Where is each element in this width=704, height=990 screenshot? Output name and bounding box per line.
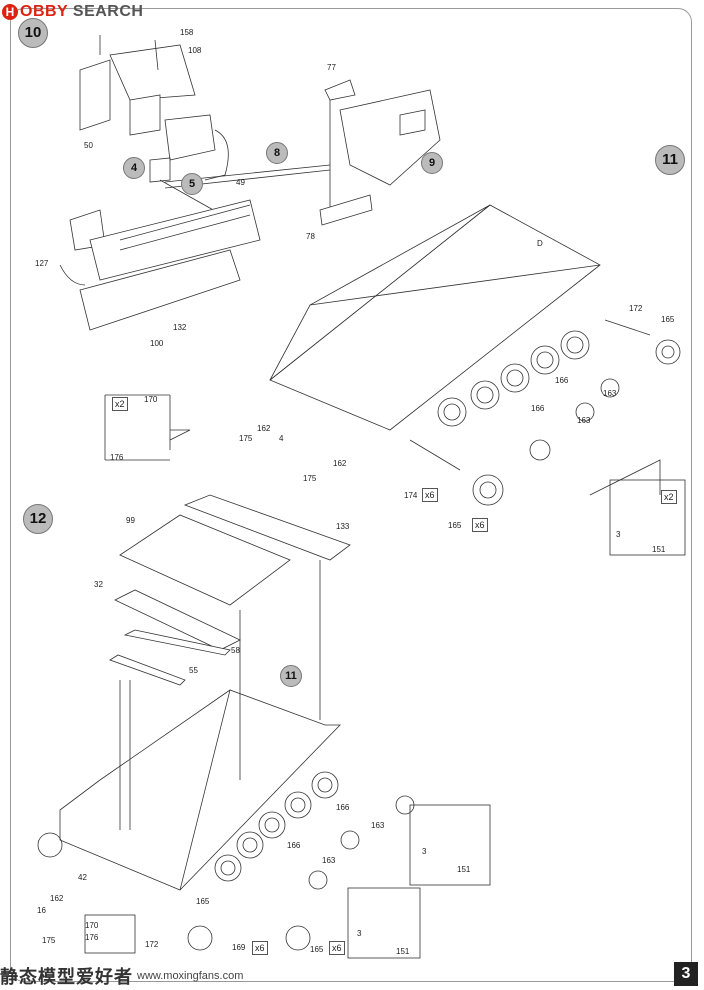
part-label: 50 [84, 141, 93, 150]
part-label: 163 [577, 416, 591, 425]
part-label: 166 [287, 841, 301, 850]
part-label: 172 [629, 304, 643, 313]
part-label: 165 [448, 521, 462, 530]
gun-assembly-drawing [59, 35, 441, 331]
hobby-search-logo: H OBBY SEARCH [2, 2, 143, 22]
part-label: 32 [94, 580, 103, 589]
quantity-badge: x6 [422, 488, 438, 502]
part-label: 127 [35, 259, 49, 268]
part-label: 3 [422, 847, 427, 856]
part-label: 16 [37, 906, 46, 915]
part-label: 175 [303, 474, 317, 483]
subassembly-8-badge: 8 [266, 142, 288, 164]
part-label: 4 [279, 434, 284, 443]
ref-step-11-badge: 11 [280, 665, 302, 687]
part-label: 151 [457, 865, 471, 874]
part-label: 158 [180, 28, 194, 37]
part-label: 163 [371, 821, 385, 830]
watermark-cn: 静态模型爱好者 [0, 967, 133, 987]
part-label: 163 [322, 856, 336, 865]
part-label: 151 [652, 545, 666, 554]
part-label: 133 [336, 522, 350, 531]
part-label: 132 [173, 323, 187, 332]
watermark: 静态模型爱好者 www.moxingfans.com [0, 962, 243, 990]
subassembly-4-badge: 4 [123, 157, 145, 179]
part-label: 169 [232, 943, 246, 952]
watermark-url: www.moxingfans.com [137, 970, 244, 982]
part-label: 3 [357, 929, 362, 938]
subassembly-5-badge: 5 [181, 173, 203, 195]
part-label: 162 [257, 424, 271, 433]
quantity-badge: x2 [661, 490, 677, 504]
part-label: 165 [661, 315, 675, 324]
quantity-badge: x2 [112, 397, 128, 411]
part-label: 100 [150, 339, 164, 348]
step-11-badge: 11 [655, 145, 685, 175]
page-number: 3 [674, 962, 698, 986]
part-label: 3 [616, 530, 621, 539]
quantity-badge: x6 [252, 941, 268, 955]
part-label: 170 [85, 921, 99, 930]
part-label: 108 [188, 46, 202, 55]
part-label: 162 [333, 459, 347, 468]
part-label: 176 [110, 453, 124, 462]
part-label: 165 [310, 945, 324, 954]
part-label: 99 [126, 516, 135, 525]
part-label: 176 [85, 933, 99, 942]
step-12-badge: 12 [23, 504, 53, 534]
page-frame [10, 8, 692, 982]
hull-drawing-step11 [104, 204, 686, 556]
logo-text-main: SEARCH [72, 3, 144, 20]
step-10-badge: 10 [18, 18, 48, 48]
part-label: 165 [196, 897, 210, 906]
part-label: 163 [603, 389, 617, 398]
logo-text: OBBY SEARCH [20, 3, 143, 21]
part-label: 166 [555, 376, 569, 385]
part-label: 42 [78, 873, 87, 882]
part-label: 174 [404, 491, 418, 500]
part-label: 162 [50, 894, 64, 903]
part-label: 166 [336, 803, 350, 812]
logo-mark: H [2, 4, 18, 20]
part-label: 77 [327, 63, 336, 72]
part-label: 166 [531, 404, 545, 413]
part-label: D [537, 239, 543, 248]
hull-drawing-step12 [37, 494, 491, 959]
part-label: 49 [236, 178, 245, 187]
quantity-badge: x6 [472, 518, 488, 532]
part-label: 170 [144, 395, 158, 404]
subassembly-9-badge: 9 [421, 152, 443, 174]
part-label: 151 [396, 947, 410, 956]
part-label: 172 [145, 940, 159, 949]
part-label: 55 [189, 666, 198, 675]
part-label: 175 [239, 434, 253, 443]
part-label: 58 [231, 646, 240, 655]
part-label: 78 [306, 232, 315, 241]
logo-text-red: OBBY [20, 3, 68, 20]
part-label: 175 [42, 936, 56, 945]
quantity-badge: x6 [329, 941, 345, 955]
